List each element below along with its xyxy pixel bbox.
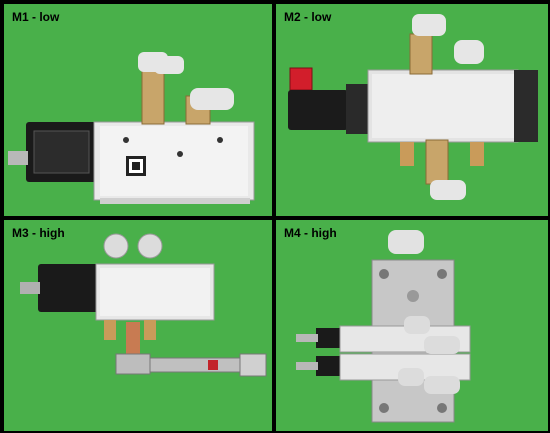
- valve-m3-illustration: [20, 233, 267, 377]
- panel-label: M4 - high: [284, 226, 337, 240]
- valve-m1-illustration: [8, 52, 255, 204]
- panel-m1: M1 - low: [4, 4, 272, 216]
- valve-m4-illustration: [296, 230, 471, 423]
- panel-m4: M4 - high: [276, 220, 548, 431]
- valve-m2-illustration: [288, 14, 538, 200]
- panel-label: M3 - high: [12, 226, 65, 240]
- panel-m3: M3 - high: [4, 220, 272, 431]
- panel-m2: M2 - low: [276, 4, 548, 216]
- panel-label: M1 - low: [12, 10, 60, 24]
- panel-label: M2 - low: [284, 10, 332, 24]
